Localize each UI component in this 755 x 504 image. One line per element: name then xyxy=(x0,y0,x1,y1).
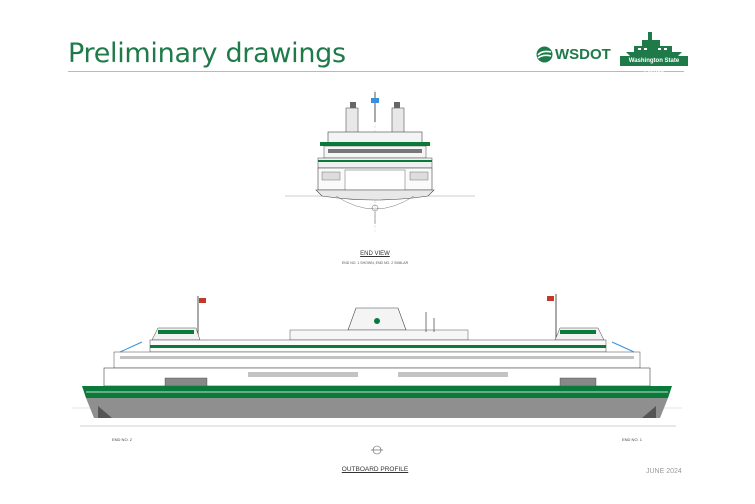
end-left-label: END NO. 2 xyxy=(112,437,133,442)
page-title: Preliminary drawings xyxy=(68,38,346,69)
wsdot-logo: WSDOT xyxy=(536,46,611,63)
outboard-profile-drawing xyxy=(72,294,682,427)
outboard-profile-caption: OUTBOARD PROFILE xyxy=(341,466,409,473)
wsdot-logo-text: WSDOT xyxy=(555,46,611,63)
drawing-date: JUNE 2024 xyxy=(646,468,682,475)
end-view-note: END NO. 1 SHOWN, END NO. 2 SIMILAR xyxy=(341,261,409,265)
centerline-icon xyxy=(371,445,383,455)
end-view-drawing xyxy=(285,90,475,232)
wsdot-globe-icon xyxy=(536,46,553,63)
title-divider xyxy=(68,71,684,72)
end-view-caption: END VIEW xyxy=(360,251,390,257)
wsf-logo-text: Washington State Ferries xyxy=(620,56,688,74)
end-right-label: END NO. 1 xyxy=(622,437,643,442)
